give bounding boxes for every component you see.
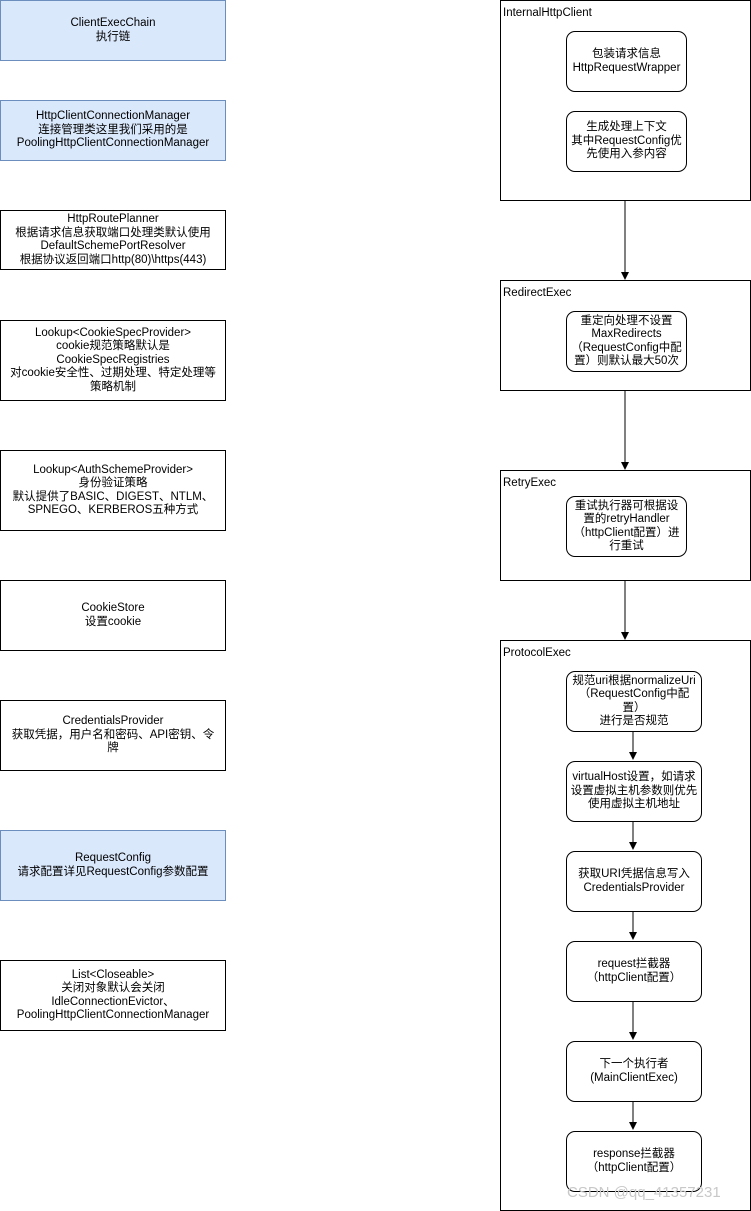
container-title: ProtocolExec (503, 647, 571, 659)
box-line: Lookup<CookieSpecProvider> (35, 326, 191, 339)
step-line: （httpClient配置） (586, 1161, 682, 1174)
client-exec-chain-box: ClientExecChain 执行链 (0, 0, 226, 61)
step-line: CredentialsProvider (583, 881, 685, 894)
box-line: 关闭对象默认会关闭 (61, 982, 165, 994)
box-line: RequestConfig (74, 852, 152, 864)
box-line: List<Closeable> (71, 968, 155, 981)
box-line: Lookup<AuthSchemeProvider> (33, 463, 193, 476)
watermark: CSDN @qq_41357231 (567, 1184, 721, 1201)
response-interceptor-step: response拦截器 （httpClient配置） (566, 1131, 702, 1192)
box-line: HttpRoutePlanner (67, 213, 159, 225)
box-line: IdleConnectionEvictor、 (51, 995, 175, 1008)
step-line: request拦截器 (597, 958, 671, 970)
step-line: 置）则默认最大50次 (574, 355, 679, 367)
step-line: （httpClient配置） (586, 971, 682, 984)
box-line: 获取凭据，用户名和密码、API密钥、令 (11, 728, 215, 741)
cookie-spec-provider-box: Lookup<CookieSpecProvider> cookie规范策略默认是… (0, 320, 226, 401)
box-line: CookieSpecRegistries (56, 353, 170, 366)
uri-credentials-step: 获取URI凭据信息写入 CredentialsProvider (566, 851, 702, 912)
step-line: （httpClient配置）进 (573, 526, 680, 539)
step-line: 重定向处理不设置 (580, 314, 673, 327)
box-line: 根据请求信息获取端口处理类默认使用 (15, 226, 211, 239)
protocol-exec-container: ProtocolExec 规范uri根据normalizeUri （Reques… (500, 640, 751, 1211)
step-line: 重试执行器可根据设 (574, 499, 679, 512)
request-config-box: RequestConfig 请求配置详见RequestConfig参数配置 (0, 830, 226, 901)
box-line: PoolingHttpClientConnectionManager (16, 1009, 210, 1021)
virtual-host-step: virtualHost设置，如请求 设置虚拟主机参数则优先 使用虚拟主机地址 (566, 761, 702, 822)
step-line: 规范uri根据normalizeUri (572, 674, 696, 687)
container-title: RedirectExec (503, 287, 572, 299)
box-line: 执行链 (95, 30, 131, 43)
box-line: ClientExecChain (70, 17, 156, 29)
step-line: 使用虚拟主机地址 (588, 798, 680, 811)
container-title: InternalHttpClient (503, 7, 592, 19)
retry-exec-container: RetryExec 重试执行器可根据设 置的retryHandler （http… (500, 470, 751, 581)
closeable-list-box: List<Closeable> 关闭对象默认会关闭 IdleConnection… (0, 960, 226, 1031)
step-line: 下一个执行者 (599, 1058, 669, 1070)
internal-http-client-container: InternalHttpClient 包装请求信息 HttpRequestWra… (500, 0, 751, 201)
step-line: 设置虚拟主机参数则优先 (570, 784, 698, 797)
credentials-provider-box: CredentialsProvider 获取凭据，用户名和密码、API密钥、令 … (0, 700, 226, 771)
step-line: 获取URI凭据信息写入 (578, 868, 690, 880)
step-line: 包装请求信息 (592, 48, 661, 60)
box-line: 请求配置详见RequestConfig参数配置 (17, 865, 209, 878)
step-line: virtualHost设置，如请求 (572, 771, 696, 784)
box-line: 身份验证策略 (78, 477, 148, 489)
box-line: 策略机制 (90, 380, 136, 393)
redirect-exec-container: RedirectExec 重定向处理不设置 MaxRedirects （Requ… (500, 280, 751, 391)
cookie-store-box: CookieStore 设置cookie (0, 580, 226, 651)
box-line: 对cookie安全性、过期处理、特定处理等 (10, 367, 216, 380)
step-line: response拦截器 (593, 1148, 675, 1160)
box-line: 牌 (107, 742, 119, 755)
build-context-step: 生成处理上下文 其中RequestConfig优 先使用入参内容 (566, 111, 687, 172)
box-line: 默认提供了BASIC、DIGEST、NTLM、 (12, 490, 214, 503)
step-line: （RequestConfig中配 (571, 341, 682, 354)
request-interceptor-step: request拦截器 （httpClient配置） (566, 941, 702, 1002)
redirect-step: 重定向处理不设置 MaxRedirects （RequestConfig中配 置… (566, 311, 687, 372)
box-line: SPNEGO、KERBEROS五种方式 (27, 504, 199, 516)
step-line: 先使用入参内容 (586, 148, 667, 161)
retry-step: 重试执行器可根据设 置的retryHandler （httpClient配置）进… (566, 496, 687, 557)
container-title: RetryExec (503, 477, 557, 489)
box-line: CredentialsProvider (62, 715, 164, 728)
step-line: 其中RequestConfig优 (571, 134, 682, 147)
step-line: HttpRequestWrapper (572, 61, 681, 74)
box-line: 根据协议返回端口http(80)\https(443) (19, 253, 207, 266)
normalize-uri-step: 规范uri根据normalizeUri （RequestConfig中配 置） … (566, 671, 702, 732)
step-line: MaxRedirects (591, 328, 662, 340)
auth-scheme-provider-box: Lookup<AuthSchemeProvider> 身份验证策略 默认提供了B… (0, 450, 226, 531)
box-line: CookieStore (81, 602, 145, 614)
step-line: 行重试 (609, 540, 644, 552)
step-line: (MainClientExec) (590, 1071, 678, 1084)
box-line: 设置cookie (84, 615, 142, 628)
step-line: 生成处理上下文 (586, 121, 667, 134)
box-line: cookie规范策略默认是 (56, 340, 170, 353)
step-line: 置） (622, 701, 646, 714)
step-line: 进行是否规范 (599, 715, 669, 727)
wrap-request-step: 包装请求信息 HttpRequestWrapper (566, 31, 687, 92)
box-line: 连接管理类这里我们采用的是 (38, 123, 188, 136)
box-line: PoolingHttpClientConnectionManager (16, 137, 210, 150)
step-line: （RequestConfig中配 (578, 688, 690, 700)
box-line: DefaultSchemePortResolver (40, 240, 186, 252)
next-executor-step: 下一个执行者 (MainClientExec) (566, 1041, 702, 1102)
connection-manager-box: HttpClientConnectionManager 连接管理类这里我们采用的… (0, 100, 226, 161)
route-planner-box: HttpRoutePlanner 根据请求信息获取端口处理类默认使用 Defau… (0, 210, 226, 270)
step-line: 置的retryHandler (583, 513, 670, 525)
box-line: HttpClientConnectionManager (35, 110, 191, 123)
